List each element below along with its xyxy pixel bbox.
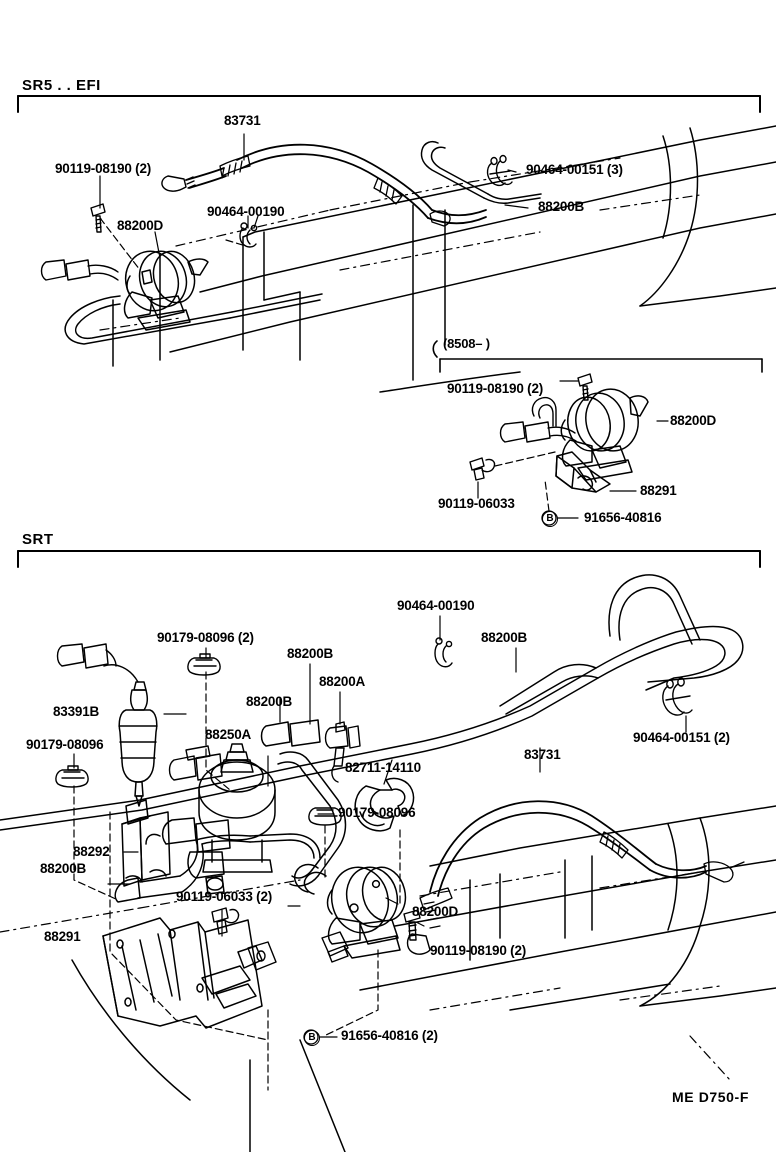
part-label-90464-00151-top[interactable]: 90464-00151 (3): [526, 162, 623, 177]
part-label-90179-08096-2-bottom[interactable]: 90179-08096 (2): [157, 630, 254, 645]
part-88250A-canister: [198, 743, 276, 873]
part-88291-tab: [247, 941, 277, 971]
sheet-code-footer: ME D750-F: [672, 1089, 749, 1105]
part-label-88291-inset[interactable]: 88291: [640, 483, 677, 498]
part-label-90119-08190-bottom[interactable]: 90119-08190 (2): [430, 943, 527, 958]
part-label-90464-00190-top[interactable]: 90464-00190: [207, 204, 285, 219]
part-88200A-tee-connector: [324, 721, 361, 783]
pump-bottom-mount-foot: [321, 931, 349, 963]
part-label-90464-00151-bottom[interactable]: 90464-00151 (2): [633, 730, 730, 745]
frame-srt: [17, 550, 761, 568]
frame-sr5-efi: [17, 95, 761, 113]
part-83391B-valve: [118, 681, 158, 807]
part-88292-bracket: [121, 799, 171, 887]
part-label-90119-06033-inset[interactable]: 90119-06033: [438, 496, 515, 511]
part-83731-cable-bottom: [429, 800, 707, 897]
vehicle-body-top: [112, 125, 776, 393]
inset-leaders: [494, 451, 556, 512]
part-label-90119-06033-bottom[interactable]: 90119-06033 (2): [176, 889, 273, 904]
part-82711-14110-clamp: [354, 777, 415, 832]
cable-tip-bottom: [703, 861, 745, 883]
part-88250A-inlet: [168, 745, 223, 781]
part-90464-00190-clip-top: [239, 222, 258, 248]
part-label-88200A-bottom[interactable]: 88200A: [319, 674, 366, 689]
part-label-88200B-mid-bottom[interactable]: 88200B: [246, 694, 293, 709]
part-90464-00151-clip-bottom: [662, 677, 693, 716]
part-label-88292-bottom[interactable]: 88292: [73, 844, 110, 859]
part-label-90179-08096-left-bottom[interactable]: 90179-08096: [26, 737, 104, 752]
leader-lines-bottom-dashed: [73, 671, 401, 1091]
part-88200D-pump-bottom: [294, 863, 407, 959]
part-label-88200B-upper-bottom[interactable]: 88200B: [287, 646, 334, 661]
leader-lines-inset: [477, 380, 669, 519]
inset-90119-06033-bolt: [469, 457, 496, 481]
cable-tip-right-top: [429, 210, 451, 227]
part-label-83731-bottom[interactable]: 83731: [524, 747, 561, 762]
vehicle-body-bottom-dashed: [0, 871, 731, 1081]
inset-hose-connector: [499, 396, 577, 443]
part-label-90119-08190-inset[interactable]: 90119-08190 (2): [447, 381, 544, 396]
part-label-82711-14110-bottom[interactable]: 82711-14110: [345, 760, 421, 775]
part-label-88200B-top[interactable]: 88200B: [538, 199, 585, 214]
leader-lines-bottom: [73, 615, 687, 1038]
part-88200B-hose-lower-left: [114, 833, 321, 903]
part-label-90464-00190-bottom[interactable]: 90464-00190: [397, 598, 475, 613]
part-90119-08190-bolt-top: [90, 203, 106, 233]
part-90119-08190-bolt-bottom: [403, 909, 421, 941]
part-90119-06033-bolt-bottom: [211, 907, 240, 935]
pump-hose-connector-top: [40, 259, 119, 281]
part-label-88200B-right-bottom[interactable]: 88200B: [481, 630, 528, 645]
part-label-88200B-lower-bottom[interactable]: 88200B: [40, 861, 87, 876]
cable-spring-coil-top: [219, 155, 251, 179]
part-90179-08096-washer-mid: [187, 653, 221, 676]
part-label-88200D-inset[interactable]: 88200D: [670, 413, 717, 428]
section-title-srt: SRT: [22, 531, 54, 548]
marker-b-icon-bottom: B: [304, 1030, 320, 1046]
part-label-91656-40816-bottom[interactable]: 91656-40816 (2): [341, 1028, 438, 1043]
part-label-90119-08190-top[interactable]: 90119-08190 (2): [55, 161, 152, 176]
part-88200B-long-line: [0, 625, 744, 831]
inset-90119-08190-bolt: [577, 373, 593, 401]
part-label-88200D-top[interactable]: 88200D: [117, 218, 164, 233]
part-label-83731-top[interactable]: 83731: [224, 113, 261, 128]
part-88291-bracket-bottom: [102, 917, 263, 1029]
leader-lines-top-dashed: [99, 217, 247, 271]
part-90464-00151-clip-top: [486, 154, 513, 187]
cable-end-bottom: [406, 933, 431, 955]
part-90179-08096-washer-right: [308, 807, 342, 826]
part-label-90179-08096-right-bottom[interactable]: 90179-08096: [338, 805, 416, 820]
part-88250A-lower-body: [145, 817, 231, 895]
part-83391B-hose: [56, 643, 139, 683]
part-label-91656-40816-inset[interactable]: 91656-40816: [584, 510, 662, 525]
leader-lines-top: [99, 133, 529, 259]
part-label-88200D-bottom[interactable]: 88200D: [412, 904, 459, 919]
cable-connector-bottom: [599, 831, 629, 859]
section-title-sr5-efi: SR5 . . EFI: [22, 77, 101, 94]
part-88200B-hose-top-left: [64, 293, 323, 345]
part-88200B-tube-left: [260, 719, 321, 747]
part-label-88250A-bottom[interactable]: 88250A: [205, 727, 252, 742]
cable-connector-right-top: [373, 177, 403, 205]
part-88200D-pump-top: [123, 250, 209, 331]
inset-date-range-label: (8508– ): [443, 336, 490, 351]
cable-end-fitting-left-top: [161, 175, 196, 192]
inset-88291-bracket: [555, 451, 611, 493]
frame-inset: [432, 340, 763, 373]
vehicle-body-top-dashed: [99, 157, 701, 331]
part-label-83391B-bottom[interactable]: 83391B: [53, 704, 100, 719]
cable-coil-bottom: [419, 887, 453, 929]
part-88200B-hose-top-right: [420, 140, 542, 204]
part-label-88291-bottom[interactable]: 88291: [44, 929, 81, 944]
part-88200B-top-arc: [608, 574, 701, 645]
part-88200B-hose-arc-right: [277, 751, 347, 887]
part-90464-00190-clip-bottom: [434, 637, 453, 668]
marker-b-icon-inset: B: [542, 511, 558, 527]
part-90179-08096-washer-left: [55, 765, 89, 788]
